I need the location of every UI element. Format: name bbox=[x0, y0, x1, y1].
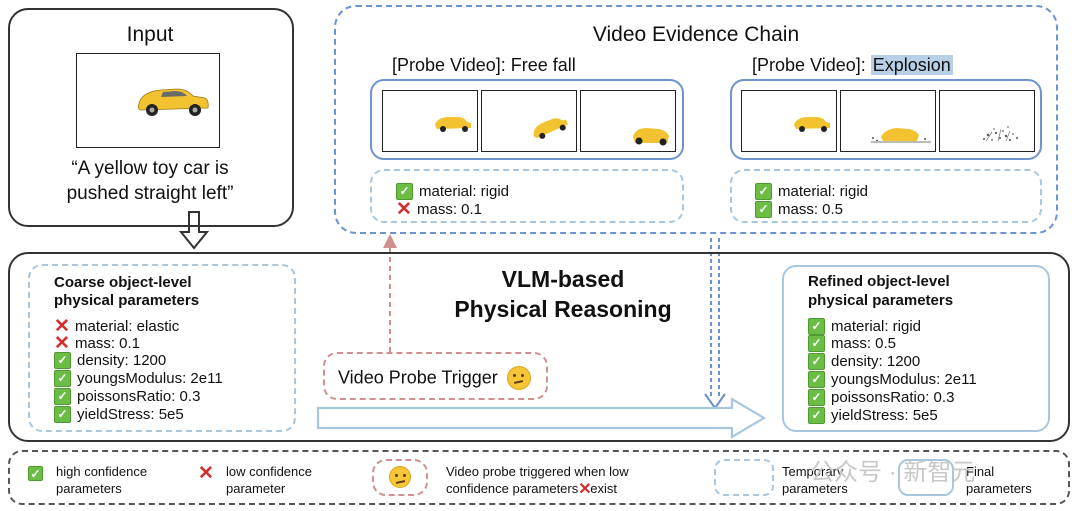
vlm-title-line2: Physical Reasoning bbox=[454, 296, 672, 322]
refined-param-4: ✓poissonsRatio: 0.3 bbox=[808, 388, 954, 406]
coarse-param-5: ✓yieldStress: 5e5 bbox=[54, 405, 184, 423]
coarse-param-3: ✓youngsModulus: 2e11 bbox=[54, 369, 223, 387]
legend-temp-line2: parameters bbox=[782, 481, 848, 496]
legend-probe-cross-icon: ✕ bbox=[578, 481, 592, 499]
probe1-label: [Probe Video]: Free fall bbox=[392, 55, 576, 75]
coarse-title-line1: Coarse object-level bbox=[54, 274, 192, 291]
refined-title-line2: physical parameters bbox=[808, 292, 954, 309]
input-caption-line1: “A yellow toy car is bbox=[71, 158, 229, 179]
video-evidence-chain-panel bbox=[334, 5, 1058, 234]
legend-cross-icon: ✕ bbox=[198, 463, 214, 484]
cross-icon: ✕ bbox=[54, 332, 70, 354]
input-image bbox=[76, 53, 220, 148]
debris-icon bbox=[983, 126, 1018, 142]
reasoning-right-arrow bbox=[316, 397, 767, 439]
chain-title: Video Evidence Chain bbox=[592, 23, 800, 46]
legend-check-icon: ✓ bbox=[28, 466, 43, 481]
input-caption-line2: pushed straight left” bbox=[66, 183, 234, 204]
legend-low-line2: parameter bbox=[226, 481, 286, 496]
probe2-param-0: ✓material: rigid bbox=[755, 182, 868, 200]
input-title: Input bbox=[126, 23, 174, 46]
probe2-label-highlight: Explosion bbox=[870, 55, 953, 75]
legend-probe-line2b: exist bbox=[590, 481, 617, 496]
cross-icon: ✕ bbox=[54, 315, 70, 337]
probe1-frame-1 bbox=[382, 90, 478, 152]
yellow-car-icon bbox=[633, 128, 669, 146]
refined-param-2: ✓density: 1200 bbox=[808, 352, 920, 370]
legend-final-line2: parameters bbox=[966, 481, 1032, 496]
trigger-label: Video Probe Trigger bbox=[338, 367, 498, 388]
check-icon: ✓ bbox=[54, 369, 71, 387]
coarse-params-box bbox=[28, 264, 296, 432]
probe1-param-1: ✕mass: 0.1 bbox=[396, 198, 483, 220]
check-icon: ✓ bbox=[755, 182, 772, 200]
probe1-params-box bbox=[370, 169, 684, 223]
legend-temporary-swatch bbox=[714, 459, 774, 496]
legend-final-line1: Final bbox=[966, 464, 995, 479]
coarse-param-1: ✕mass: 0.1 bbox=[54, 332, 141, 354]
legend-high-line2: parameters bbox=[56, 481, 122, 496]
check-icon: ✓ bbox=[54, 387, 71, 405]
refined-params-box bbox=[782, 265, 1050, 432]
refined-param-5: ✓yieldStress: 5e5 bbox=[808, 406, 938, 424]
refined-param-3: ✓youngsModulus: 2e11 bbox=[808, 370, 977, 388]
legend-probe-line2a: confidence parameters bbox=[446, 481, 579, 496]
yellow-car-icon bbox=[794, 117, 830, 132]
legend-low-line1: low confidence bbox=[226, 464, 312, 479]
probe1-frame-2 bbox=[481, 90, 577, 152]
refined-title-line1: Refined object-level bbox=[808, 273, 950, 290]
coarse-param-4: ✓poissonsRatio: 0.3 bbox=[54, 387, 200, 405]
coarse-param-0: ✕material: elastic bbox=[54, 315, 180, 337]
refined-param-1: ✓mass: 0.5 bbox=[808, 334, 896, 352]
refined-param-0: ✓material: rigid bbox=[808, 317, 921, 335]
check-icon: ✓ bbox=[808, 334, 825, 352]
check-icon: ✓ bbox=[755, 200, 772, 218]
probe2-label: [Probe Video]: Explosion bbox=[752, 55, 953, 76]
video-probe-trigger: Video Probe Trigger bbox=[338, 366, 531, 390]
check-icon: ✓ bbox=[396, 182, 413, 200]
probe1-frame-3 bbox=[580, 90, 676, 152]
probe2-params-box bbox=[730, 169, 1042, 223]
input-down-arrow bbox=[178, 211, 210, 250]
legend-panel bbox=[8, 450, 1070, 505]
legend-final-swatch bbox=[898, 459, 954, 496]
check-icon: ✓ bbox=[808, 406, 825, 424]
probe2-param-1: ✓mass: 0.5 bbox=[755, 200, 843, 218]
check-icon: ✓ bbox=[808, 317, 825, 335]
check-icon: ✓ bbox=[808, 388, 825, 406]
check-icon: ✓ bbox=[808, 352, 825, 370]
yellow-car-icon bbox=[435, 117, 471, 132]
legend-high-line1: high confidence bbox=[56, 464, 148, 479]
thinking-face-icon bbox=[506, 366, 531, 390]
probe2-frame-3 bbox=[939, 90, 1035, 152]
watermark: 公众号 · 新智元 bbox=[810, 459, 976, 486]
coarse-param-2: ✓density: 1200 bbox=[54, 351, 166, 369]
legend-probe-line1: Video probe triggered when low bbox=[446, 464, 629, 479]
input-panel bbox=[8, 8, 294, 227]
legend-temp-line1: Temporary bbox=[782, 464, 844, 479]
check-icon: ✓ bbox=[808, 370, 825, 388]
yellow-car-icon bbox=[533, 118, 568, 139]
legend-thinking-face-icon bbox=[389, 466, 411, 488]
check-icon: ✓ bbox=[54, 351, 71, 369]
exploding-car-icon bbox=[871, 128, 931, 144]
probe2-frame-1 bbox=[741, 90, 837, 152]
legend-probe-line2: confidence parameters✕exist bbox=[446, 481, 617, 499]
check-icon: ✓ bbox=[54, 405, 71, 423]
probe1-param-0: ✓material: rigid bbox=[396, 182, 509, 200]
vlm-reasoning-panel bbox=[8, 252, 1070, 442]
probe2-frame-2 bbox=[840, 90, 936, 152]
vlm-title-line1: VLM-based bbox=[501, 266, 625, 292]
probe2-label-prefix: [Probe Video]: bbox=[752, 55, 871, 75]
yellow-car-icon bbox=[137, 88, 209, 116]
cross-icon: ✕ bbox=[396, 198, 412, 220]
coarse-title-line2: physical parameters bbox=[54, 292, 200, 309]
